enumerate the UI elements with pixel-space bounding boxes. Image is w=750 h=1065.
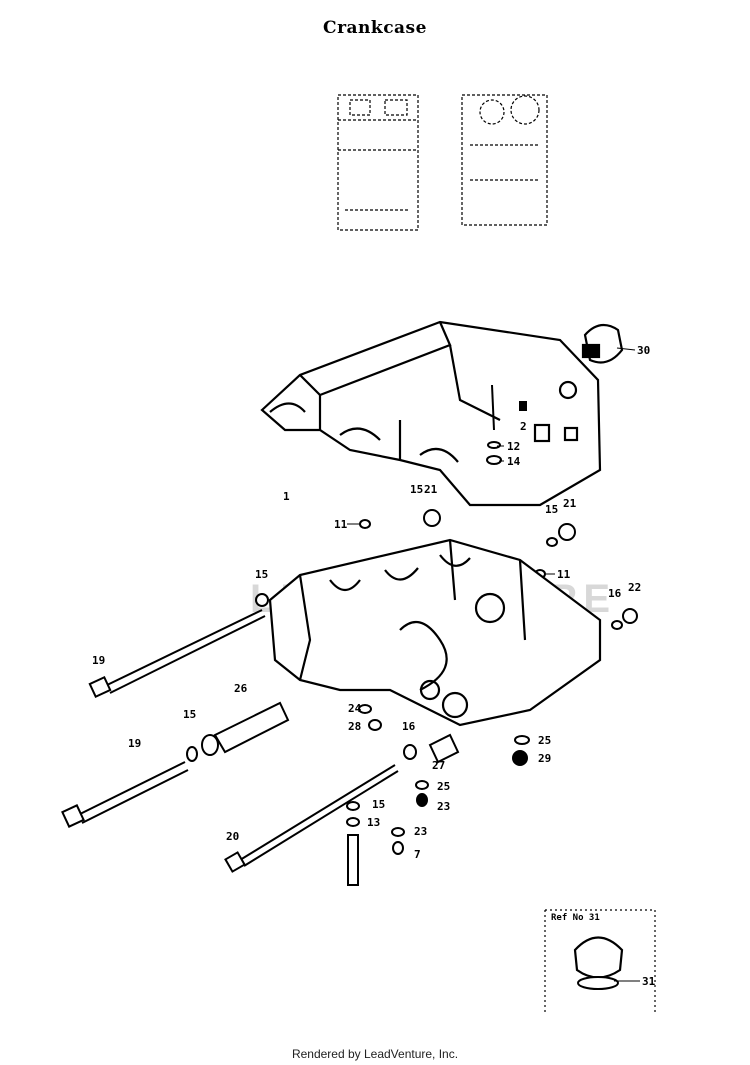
callout-25-a: 25 [538, 734, 551, 747]
reference-view-right [461, 94, 548, 226]
filler-cap [581, 323, 624, 364]
callout-23-b: 23 [414, 825, 427, 838]
callout-15-c: 15 [255, 568, 268, 581]
inset-title: Ref No 31 [551, 913, 600, 923]
upper-crankcase [260, 320, 602, 507]
callout-19-a: 19 [92, 654, 105, 667]
reference-view-left [337, 94, 419, 231]
callout-1: 1 [283, 490, 290, 503]
callout-31: 31 [642, 975, 656, 988]
callout-27: 27 [432, 759, 445, 772]
callout-11-a: 11 [334, 518, 348, 531]
bolt-20 [224, 764, 399, 873]
footer-credit: Rendered by LeadVenture, Inc. [291, 1047, 459, 1061]
callout-21-b: 21 [563, 497, 577, 510]
callout-16-a: 16 [608, 587, 622, 600]
upper-small-parts [359, 384, 576, 579]
callout-7: 7 [414, 848, 421, 861]
dowel-26 [186, 701, 290, 762]
bolt-19-upper [88, 609, 266, 699]
callout-20: 20 [226, 830, 239, 843]
callout-24: 24 [348, 702, 362, 715]
callout-12: 12 [507, 440, 520, 453]
callout-29: 29 [538, 752, 551, 765]
center-small-parts [346, 704, 530, 886]
callout-19-b: 19 [128, 737, 141, 750]
callout-14: 14 [507, 455, 521, 468]
callout-15-a: 15 [410, 483, 423, 496]
lower-crankcase [268, 538, 602, 727]
callout-15-e: 15 [372, 798, 385, 811]
lower-right-parts [255, 593, 638, 630]
callout-23-a: 23 [437, 800, 450, 813]
callout-28: 28 [348, 720, 361, 733]
callout-21-a: 21 [424, 483, 438, 496]
callout-16-b: 16 [402, 720, 416, 733]
leader-lines [347, 347, 640, 982]
callout-22: 22 [628, 581, 641, 594]
callout-30: 30 [637, 344, 650, 357]
inset-ref-31 [544, 909, 656, 1015]
callout-13: 13 [367, 816, 380, 829]
callout-15-d: 15 [183, 708, 196, 721]
callout-11-b: 11 [557, 568, 571, 581]
callout-25-b: 25 [437, 780, 450, 793]
callout-15-b: 15 [545, 503, 558, 516]
callout-26: 26 [234, 682, 248, 695]
bolt-19-lower [61, 761, 189, 828]
diagram-title: Crankcase [323, 18, 427, 38]
callout-2: 2 [520, 420, 527, 433]
